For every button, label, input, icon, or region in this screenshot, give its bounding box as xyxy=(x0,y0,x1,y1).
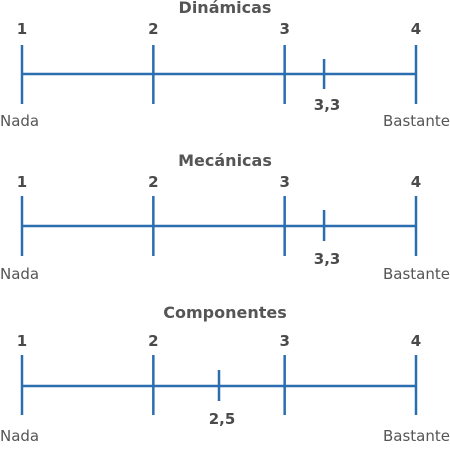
scale-3-low-label: Nada xyxy=(0,427,39,445)
scale-3-tick-label-4: 4 xyxy=(411,332,421,350)
scale-1-tick-label-1: 1 xyxy=(17,20,27,38)
scale-3-tick-label-2: 2 xyxy=(148,332,158,350)
scale-2-value-label: 3,3 xyxy=(314,250,341,268)
scale-3-value-label: 2,5 xyxy=(209,410,236,428)
scale-1-tick-label-3: 3 xyxy=(279,20,289,38)
scale-1-tick-label-4: 4 xyxy=(411,20,421,38)
scale-3-title: Componentes xyxy=(163,303,287,322)
scale-1-high-label: Bastante xyxy=(383,112,450,130)
scale-2-high-label: Bastante xyxy=(383,265,450,283)
scale-1-title: Dinámicas xyxy=(179,0,272,17)
scale-3-tick-label-3: 3 xyxy=(279,332,289,350)
scale-3-high-label: Bastante xyxy=(383,427,450,445)
scale-2-title: Mecánicas xyxy=(178,151,272,170)
scale-3-tick-label-1: 1 xyxy=(17,332,27,350)
scale-2-tick-label-2: 2 xyxy=(148,173,158,191)
scale-1-tick-label-2: 2 xyxy=(148,20,158,38)
scale-2-low-label: Nada xyxy=(0,265,39,283)
scale-2-tick-label-3: 3 xyxy=(279,173,289,191)
scale-1-value-label: 3,3 xyxy=(314,96,341,114)
scale-2-tick-label-4: 4 xyxy=(411,173,421,191)
scale-1-low-label: Nada xyxy=(0,112,39,130)
scale-2-tick-label-1: 1 xyxy=(17,173,27,191)
